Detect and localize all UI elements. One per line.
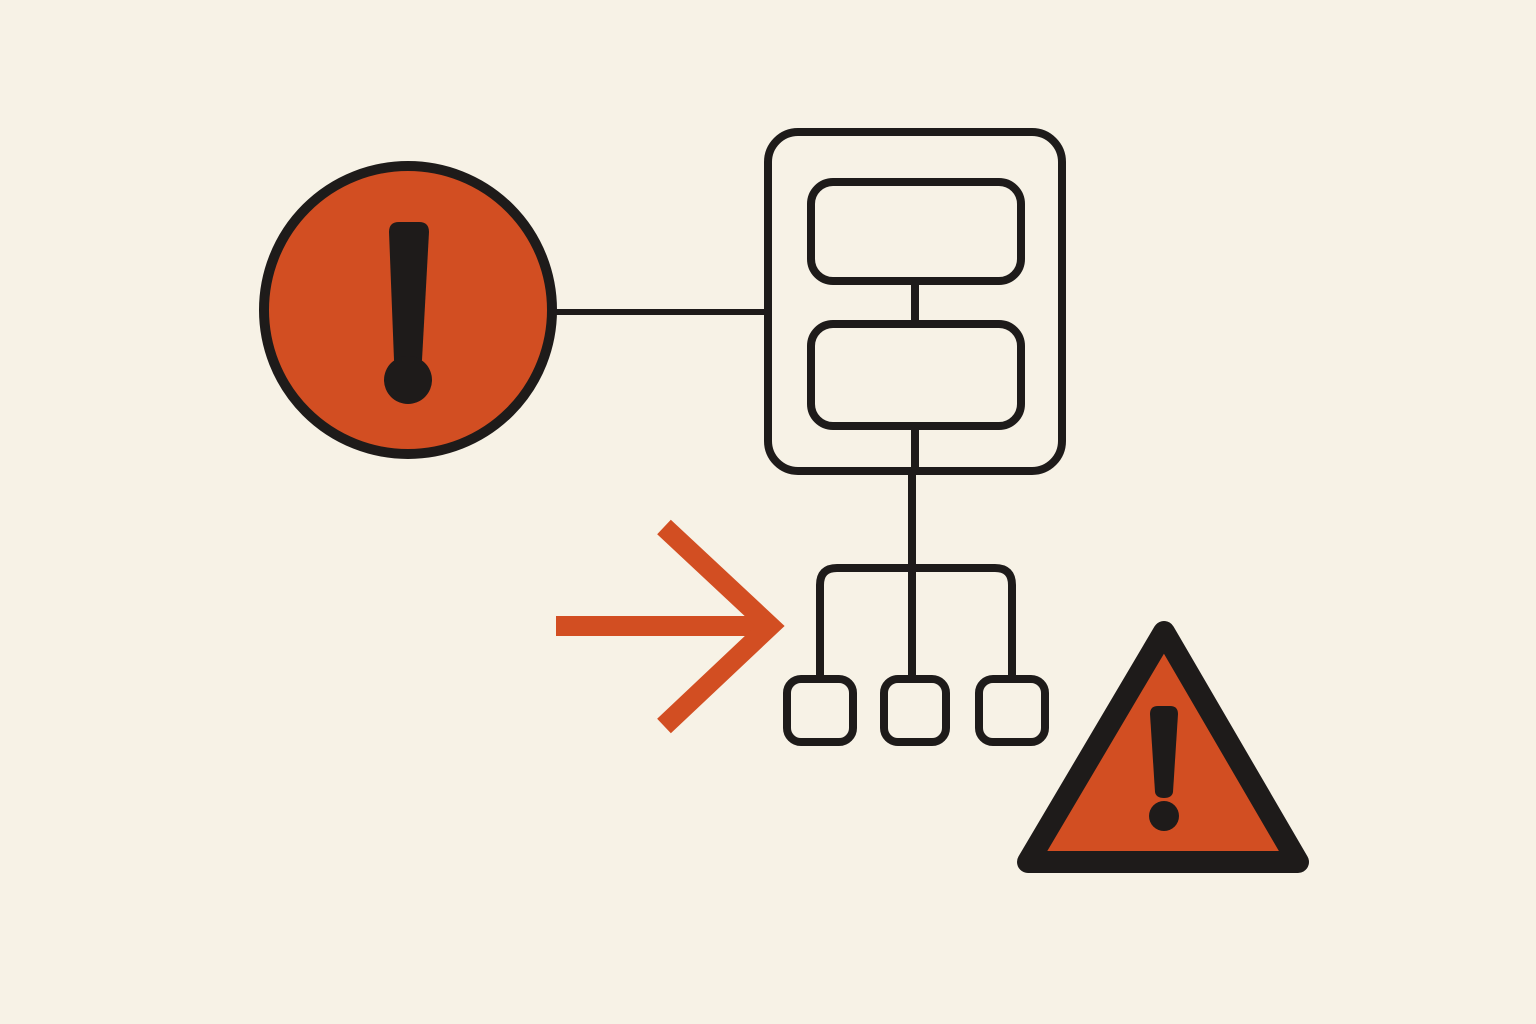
leaf-node <box>880 675 950 746</box>
system-box-middle <box>807 320 1025 430</box>
system-box-top <box>807 178 1025 285</box>
warning-triangle-icon <box>1017 621 1309 873</box>
hierarchy-branches <box>816 471 1016 680</box>
leaf-nodes <box>783 675 1049 746</box>
leaf-node <box>975 675 1049 746</box>
leaf-node <box>783 675 857 746</box>
system-block <box>764 128 1066 475</box>
arrow-right-icon <box>556 519 785 734</box>
branch-bracket <box>816 564 1016 680</box>
exclamation-circle-icon <box>259 161 557 459</box>
